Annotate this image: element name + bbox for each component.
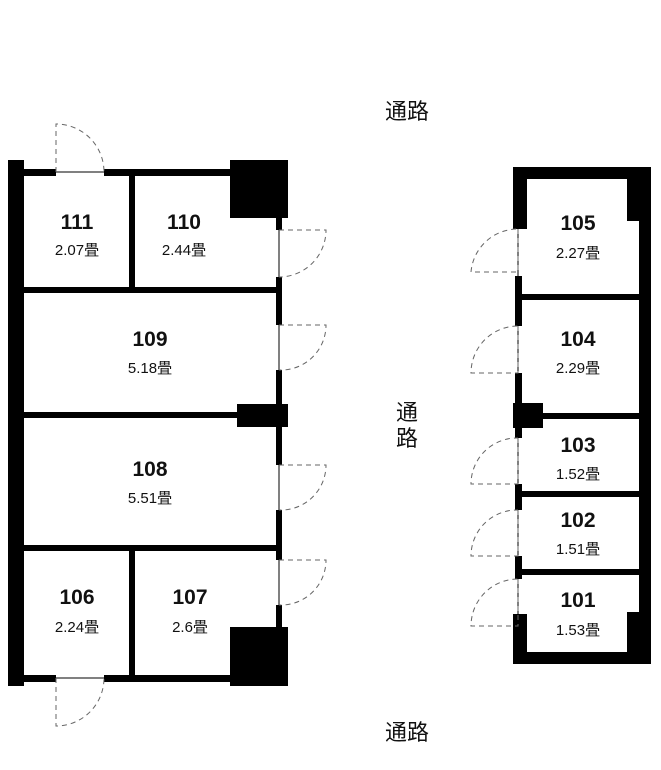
room-area: 2.44畳 — [162, 242, 206, 259]
door-swing — [55, 123, 105, 173]
column — [230, 627, 288, 686]
room-number: 110 — [167, 211, 201, 234]
wall — [276, 427, 282, 465]
room-area: 2.29畳 — [556, 360, 600, 377]
door-swing — [470, 228, 519, 273]
room-number: 105 — [560, 212, 595, 235]
door-swing — [470, 437, 519, 485]
wall — [24, 412, 237, 418]
wall — [276, 370, 282, 404]
wall — [515, 428, 522, 438]
door-swing — [278, 229, 327, 278]
room-number: 108 — [132, 458, 167, 481]
wall — [276, 510, 282, 560]
room-number: 111 — [61, 211, 94, 234]
corridor-label-middle-1: 通 — [396, 401, 418, 426]
room-area: 5.51畳 — [128, 490, 172, 507]
room-101: 101 1.53畳 — [556, 589, 600, 639]
room-109: 109 5.18畳 — [128, 328, 172, 377]
room-number: 102 — [560, 509, 595, 532]
wall — [513, 179, 527, 229]
column — [237, 404, 288, 427]
wall — [543, 413, 639, 419]
door-swing — [470, 325, 519, 374]
wall — [276, 605, 282, 627]
room-111: 111 2.07畳 — [55, 211, 99, 259]
corridor-label-top: 通路 — [385, 100, 429, 125]
room-number: 104 — [560, 328, 595, 351]
wall — [639, 167, 651, 664]
wall — [129, 551, 135, 675]
room-number: 103 — [560, 434, 595, 457]
wall — [24, 545, 276, 551]
wall — [515, 373, 522, 403]
wall — [104, 675, 280, 682]
wall — [129, 176, 135, 288]
right-building — [470, 167, 651, 664]
wall — [276, 218, 282, 230]
room-106: 106 2.24畳 — [55, 586, 99, 636]
room-102: 102 1.51畳 — [556, 509, 600, 558]
column — [513, 403, 543, 428]
room-area: 2.6畳 — [172, 619, 208, 636]
room-104: 104 2.29畳 — [556, 328, 600, 377]
wall — [515, 556, 522, 579]
door-swing — [278, 464, 327, 511]
wall — [276, 277, 282, 325]
room-number: 109 — [132, 328, 167, 351]
wall — [513, 652, 651, 664]
wall — [522, 569, 639, 575]
room-108: 108 5.51畳 — [128, 458, 172, 507]
door-swing — [55, 677, 105, 727]
room-area: 2.24畳 — [55, 619, 99, 636]
room-area: 1.51畳 — [556, 541, 600, 558]
door-swing — [278, 559, 327, 606]
room-area: 5.18畳 — [128, 360, 172, 377]
room-103: 103 1.52畳 — [556, 434, 600, 483]
door-swings — [470, 228, 519, 627]
wall — [24, 287, 276, 293]
wall — [515, 276, 522, 326]
wall — [513, 614, 527, 652]
room-number: 106 — [59, 586, 94, 609]
room-area: 1.52畳 — [556, 466, 600, 483]
column — [627, 179, 639, 221]
room-area: 2.27畳 — [556, 245, 600, 262]
door-swing — [470, 509, 519, 557]
wall — [522, 491, 639, 497]
door-swings — [55, 123, 327, 727]
column — [627, 612, 639, 652]
corridor-label-bottom: 通路 — [385, 721, 429, 746]
room-110: 110 2.44畳 — [162, 211, 206, 259]
room-107: 107 2.6畳 — [172, 586, 208, 636]
room-105: 105 2.27畳 — [556, 212, 600, 262]
left-building — [8, 123, 327, 727]
wall — [522, 294, 639, 300]
wall — [104, 169, 280, 176]
wall — [513, 167, 651, 179]
room-area: 2.07畳 — [55, 242, 99, 259]
wall — [515, 484, 522, 510]
room-area: 1.53畳 — [556, 622, 600, 639]
room-number: 107 — [172, 586, 207, 609]
column — [230, 160, 288, 218]
door-swing — [470, 578, 519, 627]
room-number: 101 — [560, 589, 595, 612]
left-outer-wall — [8, 160, 24, 686]
wall — [24, 169, 56, 176]
corridor-label-middle-2: 路 — [396, 427, 418, 452]
wall — [24, 675, 56, 682]
door-swing — [278, 324, 327, 371]
